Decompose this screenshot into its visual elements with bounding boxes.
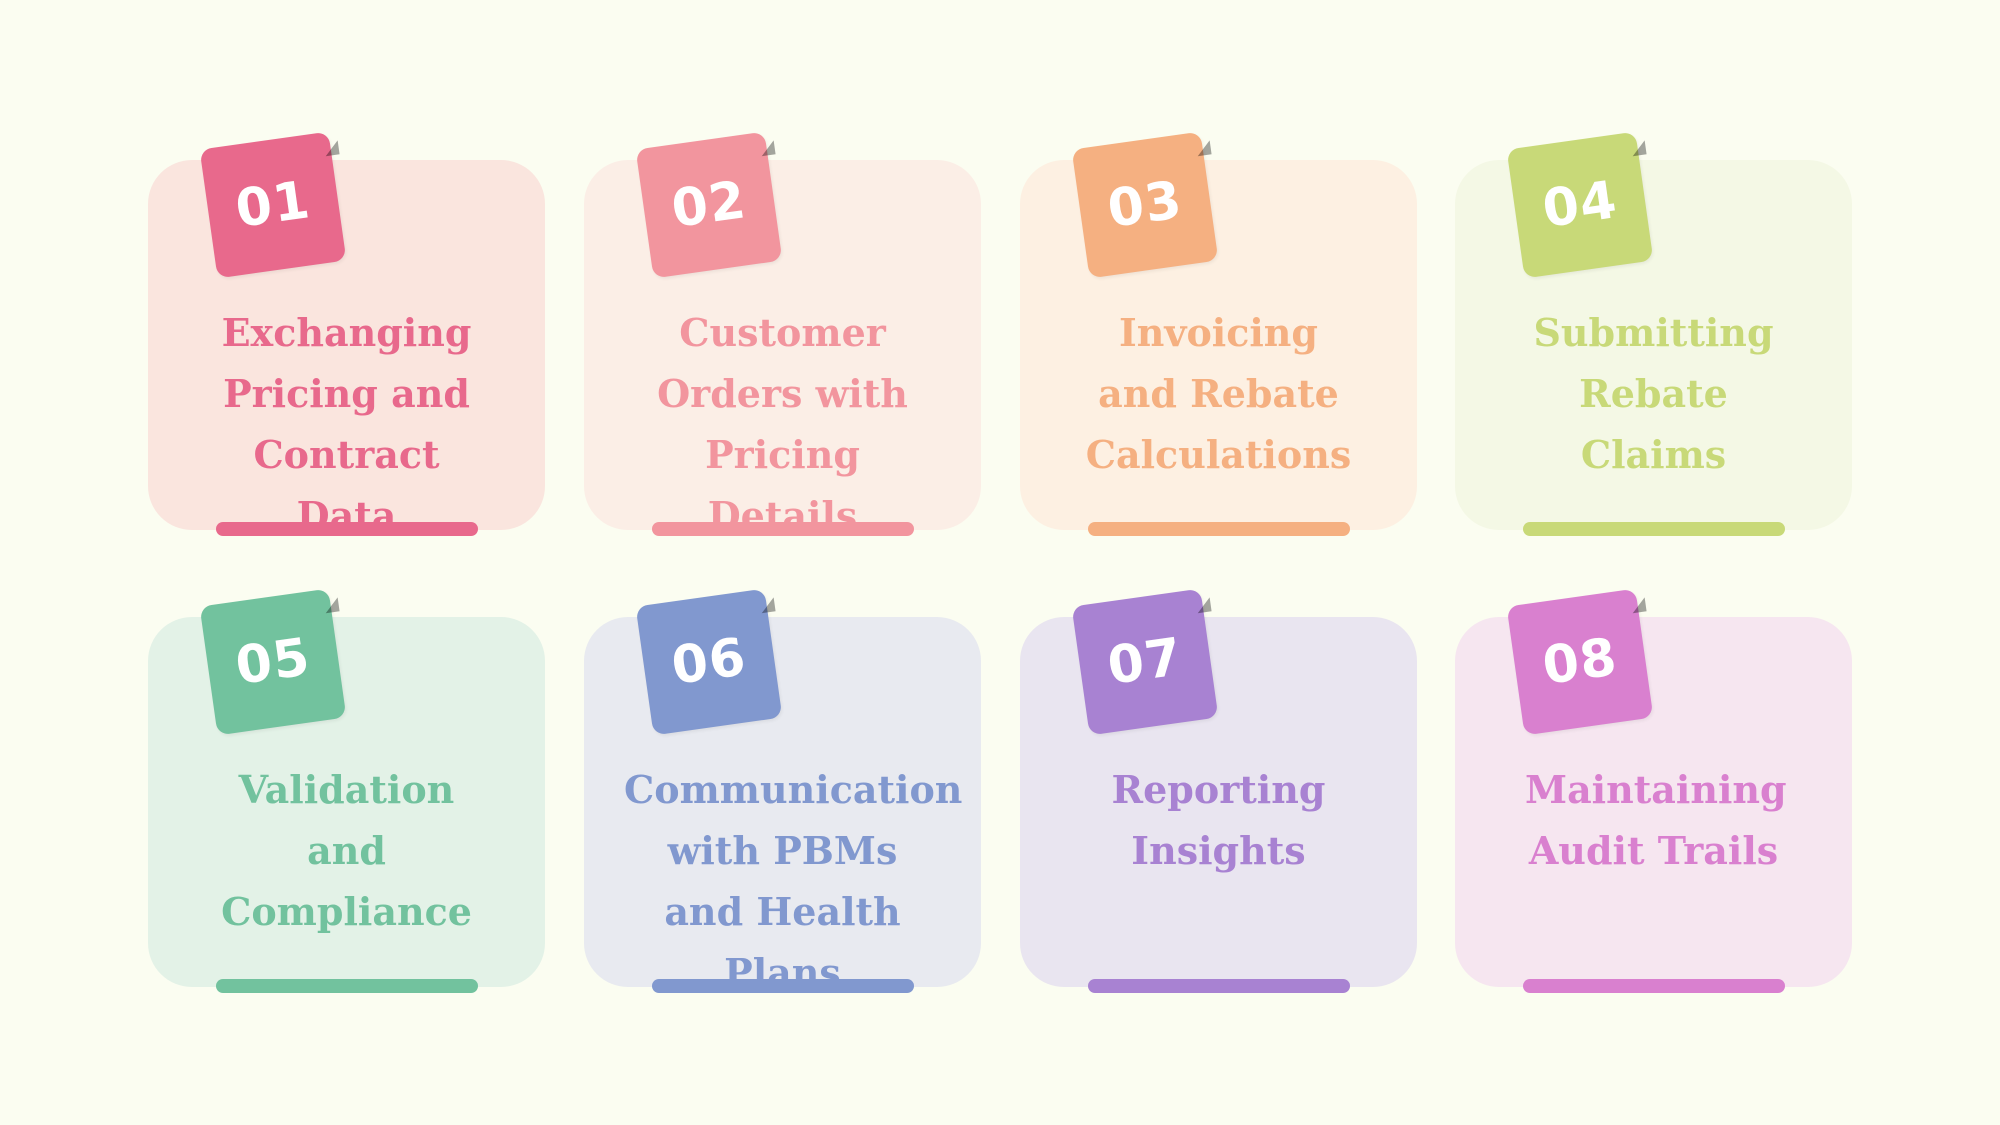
step-card-02: 02 Customer Orders with Pricing Details: [584, 126, 981, 538]
step-number: 02: [667, 170, 751, 240]
step-title: Invoicing and Rebate Calculations: [1085, 310, 1352, 477]
step-underline-bar: [1088, 522, 1350, 536]
step-title: Reporting Insights: [1111, 767, 1326, 873]
step-underline-bar: [652, 979, 914, 993]
step-number-tag: 02: [635, 126, 783, 279]
step-card-08: 08 Maintaining Audit Trails: [1455, 583, 1852, 993]
step-number-tag: 06: [635, 583, 783, 736]
step-number: 03: [1103, 170, 1187, 240]
folded-corner-icon: [757, 583, 776, 614]
step-card-03: 03 Invoicing and Rebate Calculations: [1020, 126, 1417, 536]
folded-corner-icon: [1628, 126, 1647, 157]
step-underline-bar: [216, 522, 478, 536]
step-title: Maintaining Audit Trails: [1525, 767, 1787, 873]
folded-corner-icon: [1628, 583, 1647, 614]
step-title: Customer Orders with Pricing Details: [657, 310, 908, 538]
step-title: Exchanging Pricing and Contract Data: [221, 310, 472, 538]
step-underline-bar: [1523, 522, 1785, 536]
step-number: 05: [231, 627, 315, 697]
step-number: 08: [1538, 627, 1622, 697]
folded-corner-icon: [1193, 583, 1212, 614]
step-card-07: 07 Reporting Insights: [1020, 583, 1417, 993]
step-number-tag: 03: [1071, 126, 1219, 279]
step-title: Submitting Rebate Claims: [1533, 310, 1774, 477]
step-number: 01: [231, 170, 315, 240]
folded-corner-icon: [1193, 126, 1212, 157]
step-underline-bar: [216, 979, 478, 993]
step-underline-bar: [652, 522, 914, 536]
folded-corner-icon: [321, 583, 340, 614]
folded-corner-icon: [757, 126, 776, 157]
step-number-tag: 07: [1071, 583, 1219, 736]
step-title: Validation and Compliance: [221, 767, 472, 934]
step-number: 04: [1538, 170, 1622, 240]
step-card-04: 04 Submitting Rebate Claims: [1455, 126, 1852, 536]
step-underline-bar: [1088, 979, 1350, 993]
step-card-06: 06 Communication with PBMs and Health Pl…: [584, 583, 981, 995]
step-number-tag: 04: [1506, 126, 1654, 279]
step-underline-bar: [1523, 979, 1785, 993]
step-number-tag: 01: [199, 126, 347, 279]
step-card-01: 01 Exchanging Pricing and Contract Data: [148, 126, 545, 538]
step-number: 06: [667, 627, 751, 697]
step-number-tag: 08: [1506, 583, 1654, 736]
step-title: Communication with PBMs and Health Plans: [624, 767, 963, 995]
step-number: 07: [1103, 627, 1187, 697]
step-card-05: 05 Validation and Compliance: [148, 583, 545, 993]
step-number-tag: 05: [199, 583, 347, 736]
folded-corner-icon: [321, 126, 340, 157]
